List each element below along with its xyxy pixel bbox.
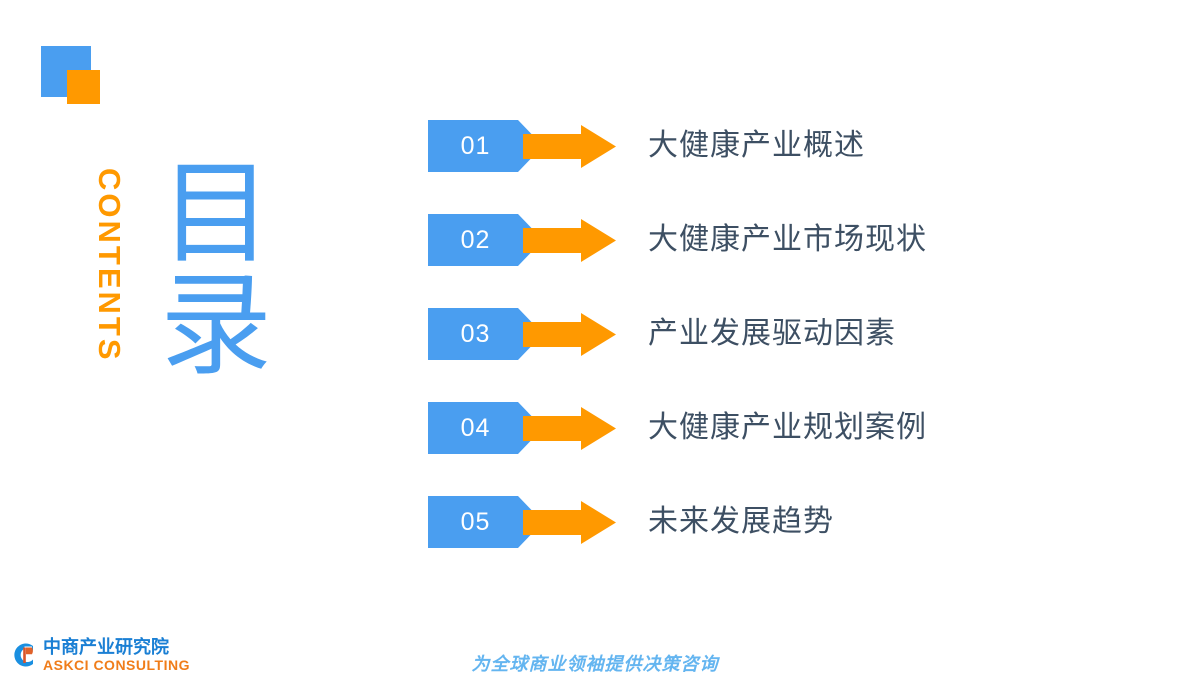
toc-item-05[interactable]: 05 未来发展趋势	[428, 496, 1068, 548]
askci-logo-icon	[14, 643, 34, 667]
toc-title: 产业发展驱动因素	[648, 316, 896, 351]
slide-footer: 中商产业研究院 ASKCI CONSULTING 为全球商业领袖提供决策咨询	[0, 632, 1190, 686]
toc-number: 03	[460, 320, 491, 348]
page-title-char-1: 目	[160, 149, 272, 279]
right-arrow-icon	[523, 219, 616, 262]
toc-item-02[interactable]: 02 大健康产业市场现状	[428, 214, 1068, 266]
toc-number: 05	[460, 508, 491, 536]
decorative-squares	[41, 46, 111, 106]
right-arrow-icon	[523, 313, 616, 356]
toc-item-04[interactable]: 04 大健康产业规划案例	[428, 402, 1068, 454]
toc-title: 大健康产业概述	[648, 128, 865, 163]
page-title: 目 录	[160, 158, 280, 382]
right-arrow-icon	[523, 125, 616, 168]
brand-name-en: ASKCI CONSULTING	[43, 657, 190, 673]
toc-number: 02	[460, 226, 491, 254]
toc-number: 01	[460, 132, 491, 160]
brand-text: 中商产业研究院 ASKCI CONSULTING	[43, 638, 190, 672]
toc-number: 04	[460, 414, 491, 442]
orange-square-icon	[67, 70, 100, 104]
toc-title: 大健康产业规划案例	[648, 410, 927, 445]
right-arrow-icon	[523, 407, 616, 450]
footer-tagline: 为全球商业领袖提供决策咨询	[471, 654, 719, 675]
toc-item-01[interactable]: 01 大健康产业概述	[428, 120, 1068, 172]
page-title-char-2: 录	[160, 261, 272, 391]
toc-list: 01 大健康产业概述 02 大健康产业市场现状 03 产业发展驱动因素 04 大…	[428, 120, 1068, 548]
toc-item-03[interactable]: 03 产业发展驱动因素	[428, 308, 1068, 360]
toc-title: 大健康产业市场现状	[648, 222, 927, 257]
brand-name-cn: 中商产业研究院	[43, 637, 169, 657]
contents-vertical-label: CONTENTS	[92, 168, 127, 363]
toc-title: 未来发展趋势	[648, 504, 834, 539]
brand-logo: 中商产业研究院 ASKCI CONSULTING	[8, 638, 190, 672]
right-arrow-icon	[523, 501, 616, 544]
